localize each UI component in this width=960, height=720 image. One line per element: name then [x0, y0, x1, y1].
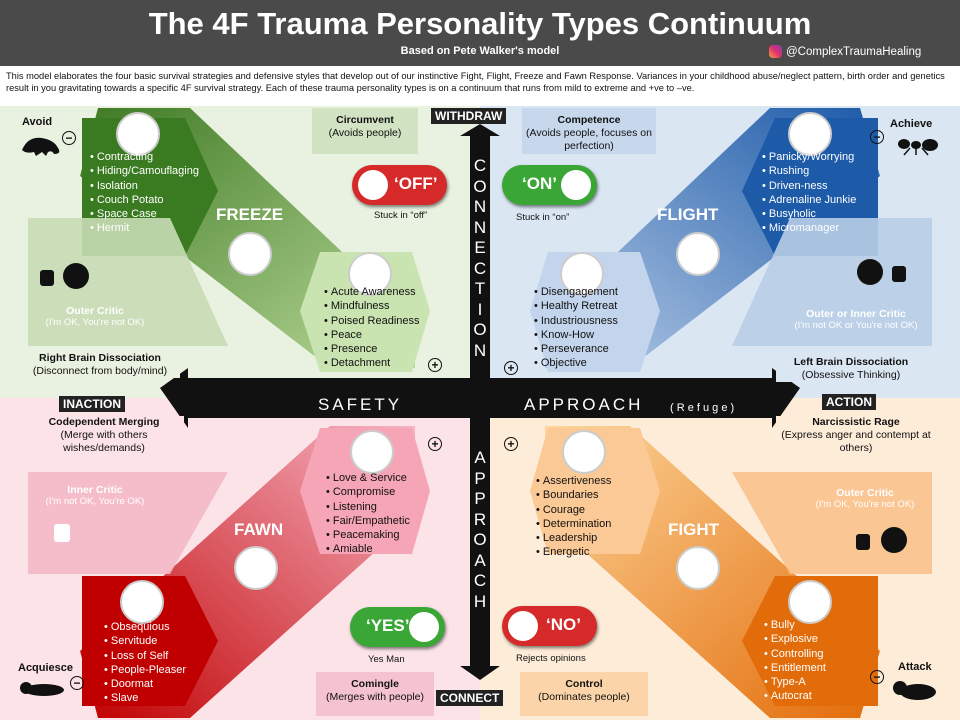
safety-label: SAFETY [318, 395, 403, 414]
freeze-critic: Outer Critic (I'm OK, You're not OK) [45, 305, 145, 328]
flight-critic-box [732, 218, 932, 346]
fawn-critic-box [28, 472, 228, 574]
fawn-critic: Inner Critic (I'm not OK, You're OK) [45, 484, 145, 507]
fight-critic: Outer Critic (I'm OK, You're not OK) [815, 487, 915, 510]
control-box [520, 672, 648, 716]
bowing-person-icon [120, 580, 164, 624]
arrow-left [160, 368, 470, 428]
toggle-no-caption: Rejects opinions [516, 653, 586, 664]
toggle-on-caption: Stuck in “on” [516, 212, 570, 223]
freeze-positive-list: Acute AwarenessMindfulnessPoised Readine… [324, 285, 420, 371]
toggle-yes[interactable]: ‘YES’ [350, 607, 445, 647]
toggle-knob [561, 170, 591, 200]
thumbs-down-head-icon [854, 258, 910, 290]
fawn-minus-icon: − [70, 676, 84, 690]
fight-extreme: Control (Dominates people) [538, 678, 630, 703]
freeze-corner-label: Avoid [22, 116, 53, 128]
fight-positive-list: AssertivenessBoundariesCourageDeterminat… [536, 474, 611, 560]
fight-character-icon [676, 546, 720, 590]
instagram-icon [769, 45, 782, 58]
freeze-title: FREEZE [216, 205, 284, 224]
axis-connect: CONNECT [436, 690, 504, 706]
flight-corner-label: Achieve [890, 118, 933, 130]
title-bar [0, 0, 960, 66]
axis-withdraw: WITHDRAW [431, 108, 507, 124]
toggle-off[interactable]: ‘OFF’ [352, 165, 447, 205]
thumbs-down-head-icon [38, 262, 89, 292]
fight-dissociation: Narcissistic Rage (Express anger and con… [776, 416, 936, 455]
freeze-plus-icon: + [428, 358, 442, 372]
page-subtitle: Based on Pete Walker's model [400, 45, 560, 57]
fawn-corner-label: Acquiesce [18, 662, 74, 674]
fight-title: FIGHT [668, 520, 719, 539]
toggle-knob [358, 170, 388, 200]
toggle-knob [508, 611, 538, 641]
freeze-negative-list: ContractingHiding/CamouflagingIsolationC… [90, 150, 199, 236]
flight-negative-list: Panicky/WorryingRushingDriven-nessAdrena… [762, 150, 856, 236]
flight-character-icon [676, 232, 720, 276]
freeze-character-icon [228, 232, 272, 276]
approach-label: APPROACH [524, 395, 644, 414]
axis-inaction: INACTION [59, 396, 125, 412]
freeze-minus-icon: − [62, 131, 76, 145]
flight-extreme: Competence (Avoids people, focuses on pe… [526, 114, 652, 152]
fight-minus-icon: − [870, 670, 884, 684]
toggle-yes-caption: Yes Man [368, 654, 405, 665]
fight-critic-box [732, 472, 932, 574]
competence-box [522, 108, 656, 154]
toggle-knob [409, 612, 439, 642]
fight-plus-icon: + [504, 437, 518, 451]
fawn-title: FAWN [234, 520, 284, 539]
chameleon-icon [18, 132, 66, 158]
flight-minus-icon: − [870, 130, 884, 144]
fight-corner-label: Attack [898, 661, 932, 673]
page-title: The 4F Trauma Personality Types Continuu… [148, 6, 812, 41]
toggle-on[interactable]: ‘ON’ [502, 165, 597, 205]
raised-fist-icon [562, 430, 606, 474]
fawn-positive-list: Love & ServiceCompromiseListeningFair/Em… [326, 471, 410, 557]
arrow-center [470, 368, 490, 428]
toggle-off-caption: Stuck in “off” [374, 210, 428, 221]
fawn-character-icon [234, 546, 278, 590]
flight-critic: Outer or Inner Critic (I'm not OK or You… [794, 308, 918, 331]
flight-worker-icon [788, 112, 832, 156]
fawn-dissociation: Codependent Merging (Merge with others w… [24, 416, 184, 455]
arrow-down [460, 426, 500, 680]
arrow-up [460, 124, 500, 368]
bull-icon [890, 676, 942, 704]
toggle-no[interactable]: ‘NO’ [502, 606, 597, 646]
flight-positive-list: DisengagementHealthy RetreatIndustriousn… [534, 285, 618, 371]
fawn-negative-list: ObsequiousServitudeLoss of SelfPeople-Pl… [104, 620, 186, 706]
circumvent-box [312, 108, 418, 154]
flight-plus-icon: + [504, 361, 518, 375]
fight-negative-list: BullyExplosiveControllingEntitlementType… [764, 618, 826, 704]
freeze-dissociation: Right Brain Dissociation (Disconnect fro… [20, 352, 180, 378]
ant-icon [894, 134, 940, 156]
axis-action: ACTION [822, 394, 876, 410]
flight-dissociation: Left Brain Dissociation (Obsessive Think… [776, 356, 926, 382]
flight-title: FLIGHT [657, 205, 719, 224]
fawn-extreme: Comingle (Merges with people) [325, 678, 425, 703]
thumbs-down-icon [52, 522, 74, 546]
freeze-extreme: Circumvent (Avoids people) [328, 114, 402, 139]
comingle-box [316, 672, 434, 716]
refuge-label: ( R e f u g e ) [670, 402, 735, 414]
fawn-plus-icon: + [428, 437, 442, 451]
arrow-right [490, 368, 800, 428]
thumbs-down-head-icon [854, 524, 910, 556]
dog-lying-icon [18, 676, 70, 698]
freeze-critic-box [28, 218, 228, 346]
social-handle: @ComplexTraumaHealing [786, 46, 922, 58]
couple-icon [350, 430, 394, 474]
intro-text: This model elaborates the four basic sur… [6, 71, 945, 93]
